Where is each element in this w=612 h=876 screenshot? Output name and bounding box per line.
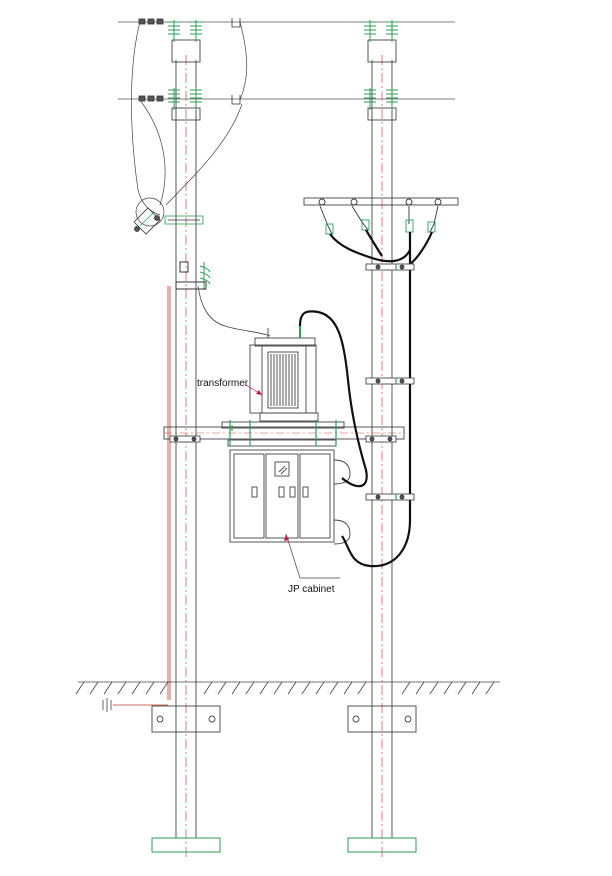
left-pole-second-bracket bbox=[171, 107, 201, 121]
right-foundation bbox=[347, 837, 417, 853]
lv-insulators bbox=[318, 198, 442, 235]
jp-cabinet-door-right bbox=[299, 453, 331, 539]
pole-clamps bbox=[169, 263, 415, 501]
left-foundation bbox=[151, 837, 221, 853]
insulator-right-second-b bbox=[386, 88, 398, 110]
cutout-fuse-assembly bbox=[133, 207, 204, 235]
insulator-right-second-a bbox=[364, 88, 376, 110]
door-handle-mid-b bbox=[289, 486, 296, 498]
lv-insulator-2 bbox=[350, 198, 370, 231]
jp-cabinet bbox=[229, 449, 335, 543]
clamp-right-2 bbox=[365, 377, 415, 385]
insulator-left-second-b bbox=[190, 88, 202, 110]
jp-cabinet-door-left bbox=[233, 453, 265, 539]
lv-insulator-4 bbox=[427, 198, 442, 233]
lv-insulator-3 bbox=[405, 198, 414, 233]
right-pole-second-bracket bbox=[367, 107, 397, 121]
base-plates bbox=[151, 705, 417, 733]
cabinet-conduits bbox=[333, 459, 351, 545]
lv-crossarm bbox=[303, 197, 459, 206]
left-base-plate bbox=[151, 705, 221, 733]
insulator-left-top-b bbox=[190, 20, 202, 42]
jp-cabinet-label: JP cabinet bbox=[288, 584, 335, 595]
clamp-left-platform bbox=[169, 435, 201, 443]
insulator-left-top-a bbox=[168, 20, 180, 42]
fuse-crossarm-left bbox=[164, 215, 204, 225]
lv-cables bbox=[298, 229, 434, 568]
transformer-label: transformer bbox=[197, 378, 249, 389]
clamp-right-3 bbox=[365, 493, 415, 501]
door-handle-right bbox=[302, 486, 309, 498]
leader-arrows bbox=[256, 390, 289, 541]
clamp-right-1 bbox=[365, 263, 415, 271]
ground-down-lead bbox=[113, 286, 171, 706]
ground-surface bbox=[75, 681, 500, 695]
pin-insulators bbox=[168, 20, 398, 110]
right-base-plate bbox=[347, 705, 417, 733]
platform-beam bbox=[163, 421, 405, 447]
jp-cabinet-door-middle bbox=[265, 453, 299, 539]
insulator-right-top-a bbox=[364, 20, 376, 42]
clamp-green-accents bbox=[231, 264, 397, 500]
lv-insulator-1 bbox=[318, 198, 334, 235]
door-handle-left bbox=[251, 486, 258, 498]
hv-lead-to-transformer bbox=[197, 285, 271, 337]
jp-cabinet-body bbox=[229, 449, 335, 543]
arrester-bracket bbox=[175, 281, 207, 290]
ground-symbol bbox=[102, 698, 112, 712]
transformer bbox=[249, 325, 319, 422]
insulator-left-second-a bbox=[168, 88, 180, 110]
left-pole bbox=[171, 39, 201, 860]
insulator-right-top-b bbox=[386, 20, 398, 42]
door-handle-mid-a bbox=[278, 486, 285, 498]
left-pole-top-bracket bbox=[171, 39, 201, 63]
transformer-cover bbox=[254, 337, 316, 347]
right-pole bbox=[367, 39, 397, 860]
clamp-right-platform bbox=[365, 435, 397, 443]
platform-clamps bbox=[229, 420, 337, 446]
drop-leads bbox=[131, 21, 248, 227]
transformer-radiator bbox=[267, 351, 299, 409]
surge-arrester bbox=[175, 261, 211, 290]
conductor-clamps bbox=[138, 18, 241, 105]
cabinet-window bbox=[274, 461, 290, 477]
foundations bbox=[151, 837, 417, 853]
right-pole-top-bracket bbox=[367, 39, 397, 63]
